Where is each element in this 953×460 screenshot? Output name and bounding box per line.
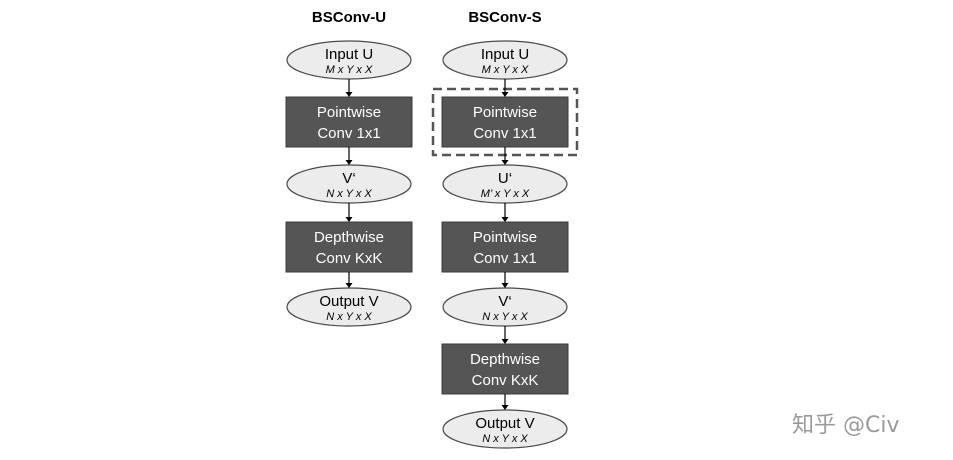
conv-box [285,221,413,273]
arrow-head [501,160,509,165]
conv-label: Depthwise [470,351,540,368]
flow-arrow [345,203,353,222]
flow-arrow [501,326,509,344]
tensor-dims: N x Y x X [326,188,372,200]
conv-box [285,96,413,148]
arrow-head [345,283,353,288]
flow-arrow [501,272,509,288]
tensor-label: Output V [475,415,534,432]
conv-label: Pointwise [317,104,381,121]
tensor-label: Input U [481,46,529,63]
flow-arrow [501,203,509,222]
arrow-head [501,339,509,344]
arrow-head [501,217,509,222]
conv-label: Conv KxK [316,250,383,267]
conv-box [441,221,569,273]
conv-label: Conv 1x1 [317,125,380,142]
tensor-node: Output VN x Y x X [442,409,568,449]
conv-label: Pointwise [473,104,537,121]
arrow-head [345,160,353,165]
tensor-node: Input UM x Y x X [442,40,568,80]
flow-arrow [345,272,353,288]
tensor-dims: M x Y x X [482,64,529,76]
tensor-label: V‘ [342,170,355,187]
column-title: BSConv-S [468,9,541,26]
tensor-node: Output VN x Y x X [286,287,412,327]
tensor-node: U‘M’ x Y x X [442,164,568,204]
tensor-dims: M’ x Y x X [481,188,530,200]
tensor-label: U‘ [498,170,512,187]
flow-arrow [345,147,353,165]
column-title: BSConv-U [312,9,386,26]
tensor-dims: N x Y x X [482,311,528,323]
flow-arrow [345,79,353,97]
conv-label: Conv KxK [472,372,539,389]
tensor-dims: N x Y x X [326,311,372,323]
tensor-node: Input UM x Y x X [286,40,412,80]
arrow-head [501,92,509,97]
conv-label: Conv 1x1 [473,250,536,267]
conv-label: Depthwise [314,229,384,246]
tensor-label: V‘ [498,293,511,310]
conv-label: Pointwise [473,229,537,246]
flow-arrow [501,394,509,410]
tensor-label: Input U [325,46,373,63]
tensor-label: Output V [319,293,378,310]
tensor-dims: M x Y x X [326,64,373,76]
conv-label: Conv 1x1 [473,125,536,142]
arrow-head [501,283,509,288]
watermark-text: 知乎 @Civ [792,413,900,438]
tensor-node: V‘N x Y x X [442,287,568,327]
tensor-node: V‘N x Y x X [286,164,412,204]
arrow-head [345,92,353,97]
flow-arrow [501,79,509,97]
flow-arrow [501,147,509,165]
tensor-dims: N x Y x X [482,433,528,445]
arrow-head [345,217,353,222]
arrow-head [501,405,509,410]
